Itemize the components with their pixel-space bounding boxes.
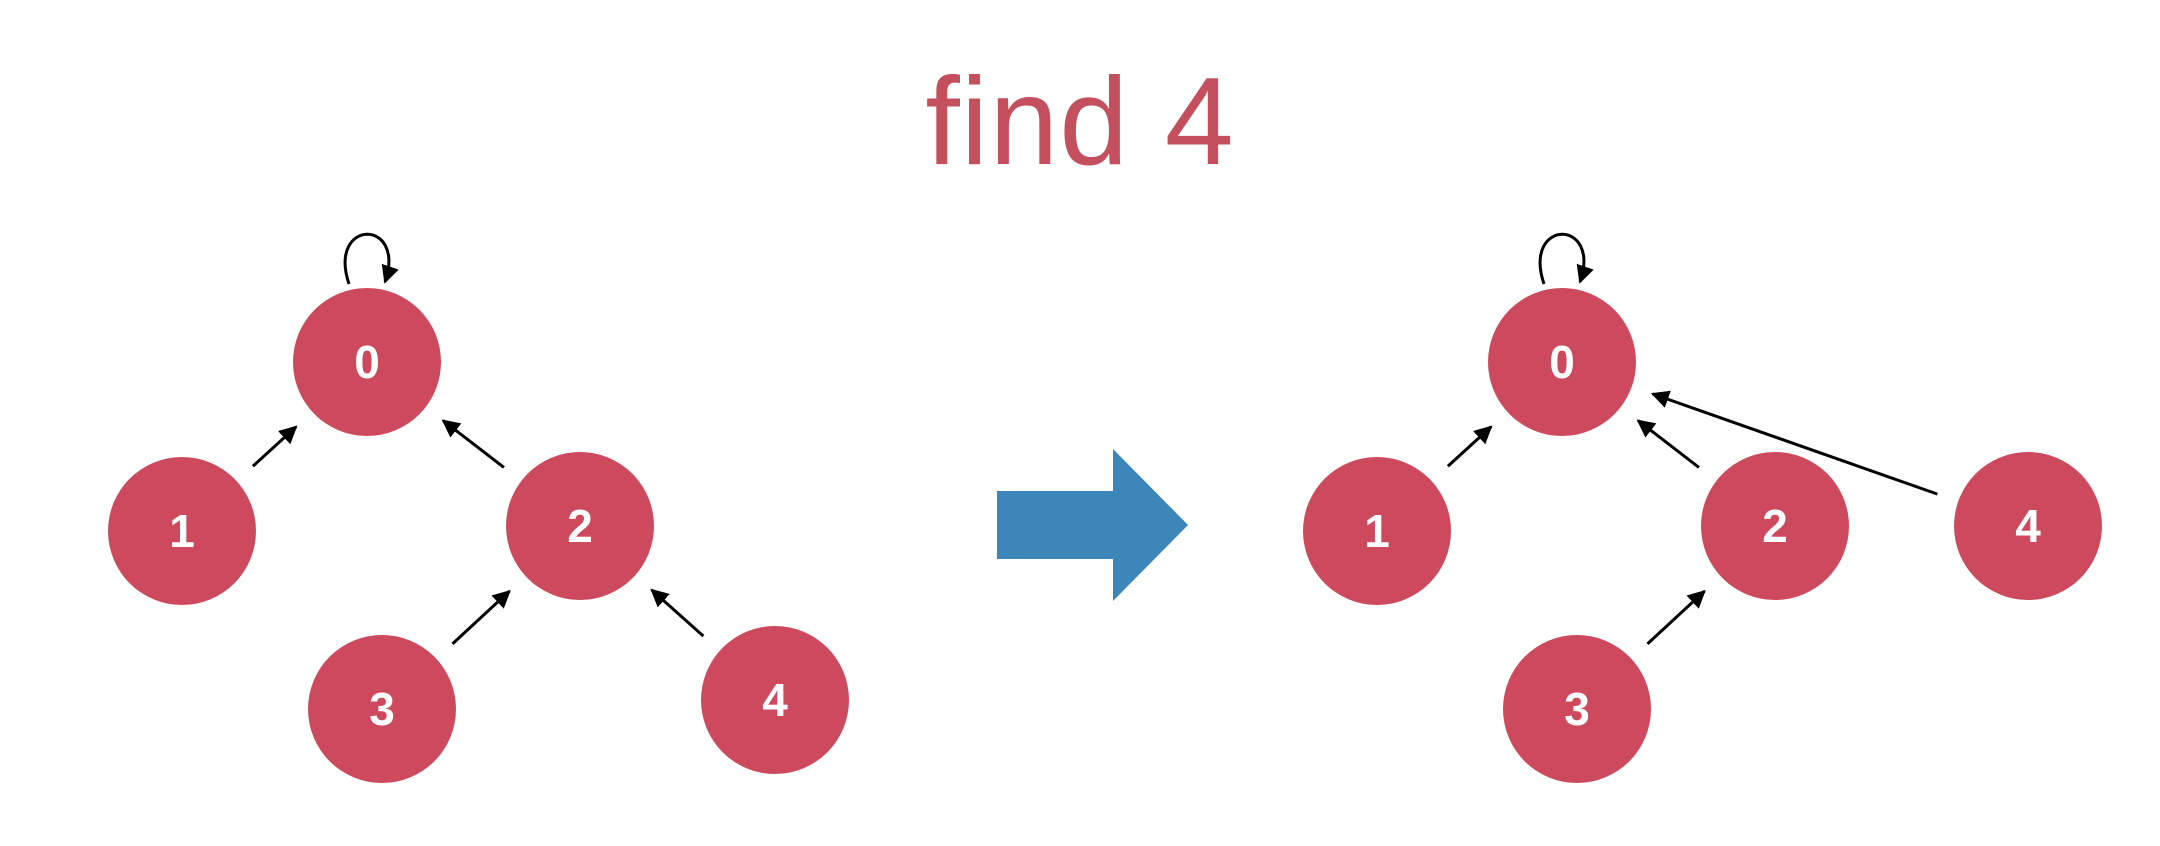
before-node-3: 3: [308, 635, 456, 783]
after-edge-3-to-2: [1646, 589, 1706, 645]
after-node-0: 0: [1488, 288, 1636, 436]
before-node-2: 2: [506, 452, 654, 600]
before-edge-4-to-2: [650, 588, 705, 638]
before-node-1: 1: [108, 457, 256, 605]
before-graph: 0 1 2 3 4: [108, 232, 849, 783]
before-node-2-label: 2: [567, 500, 593, 552]
before-node-0-label: 0: [354, 336, 380, 388]
after-edge-1-to-0: [1446, 425, 1493, 468]
before-node-4: 4: [701, 626, 849, 774]
before-node-1-label: 1: [169, 505, 195, 557]
after-node-3-label: 3: [1564, 683, 1590, 735]
after-node-4-circle: [1954, 452, 2102, 600]
before-node-4-circle: [701, 626, 849, 774]
before-node-2-circle: [506, 452, 654, 600]
after-node-1-circle: [1303, 457, 1451, 605]
before-edge-3-to-2: [451, 589, 511, 645]
after-node-0-label: 0: [1549, 336, 1575, 388]
after-node-1: 1: [1303, 457, 1451, 605]
diagram-title: find 4: [925, 53, 1235, 191]
after-edge-2-to-0: [1636, 419, 1700, 469]
after-node-2: 2: [1701, 452, 1849, 600]
after-edge-4-to-0: [1650, 390, 1938, 496]
after-node-3-circle: [1503, 635, 1651, 783]
before-node-1-circle: [108, 457, 256, 605]
after-node-3: 3: [1503, 635, 1651, 783]
after-node-1-label: 1: [1364, 505, 1390, 557]
after-graph: 0 1 2 3 4: [1303, 232, 2102, 783]
before-edge-self-0: [343, 232, 399, 285]
after-edge-self-0: [1538, 232, 1594, 285]
right-arrow-icon: [997, 449, 1188, 601]
before-node-3-circle: [308, 635, 456, 783]
after-node-2-label: 2: [1762, 500, 1788, 552]
after-node-4-label: 4: [2015, 500, 2041, 552]
before-node-3-label: 3: [369, 683, 395, 735]
after-node-4: 4: [1954, 452, 2102, 600]
before-node-0-circle: [293, 288, 441, 436]
before-node-4-label: 4: [762, 674, 788, 726]
after-node-0-circle: [1488, 288, 1636, 436]
after-node-2-circle: [1701, 452, 1849, 600]
before-edge-2-to-0: [441, 419, 505, 469]
before-edge-1-to-0: [251, 425, 298, 468]
before-node-0: 0: [293, 288, 441, 436]
transition-arrow-shape: [997, 449, 1188, 601]
